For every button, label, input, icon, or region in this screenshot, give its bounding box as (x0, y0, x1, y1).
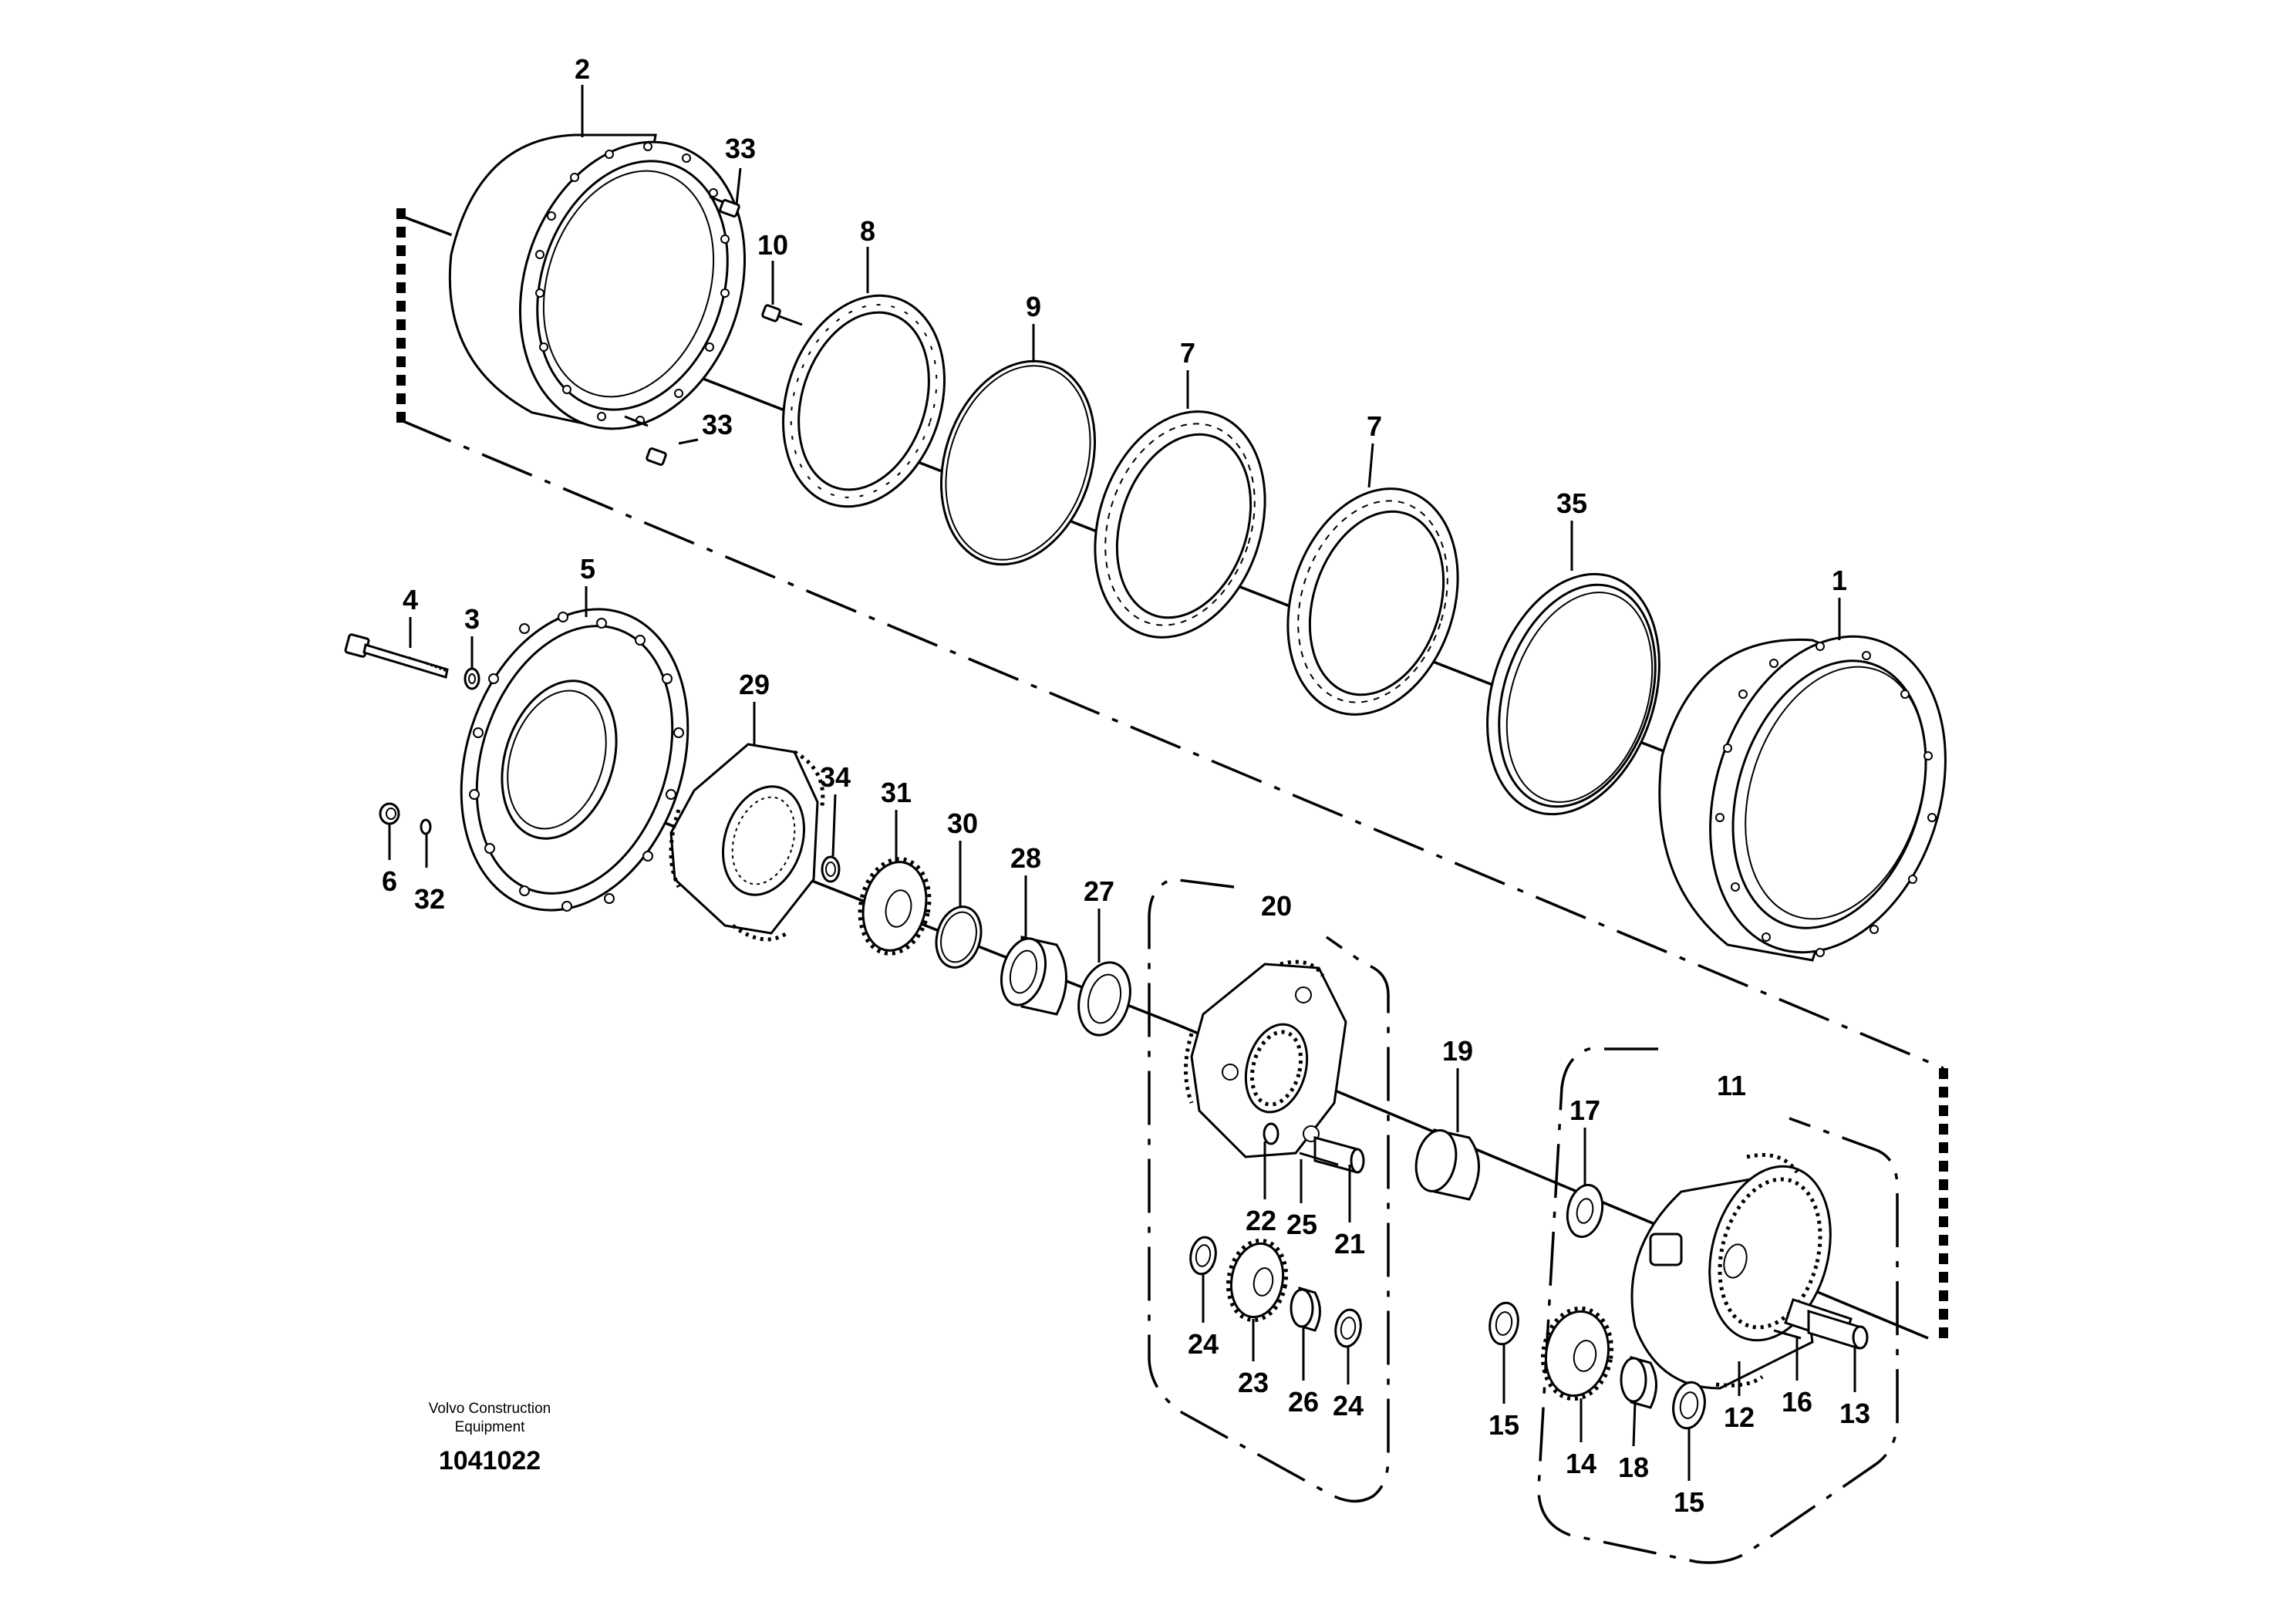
part-19-bushing (1414, 1128, 1480, 1201)
part-18-needle-bearing (1620, 1356, 1657, 1409)
part-11-carrier-assembly (1630, 1153, 1832, 1390)
part-24-washer-a (1189, 1236, 1217, 1276)
callout-18: 18 (1618, 1452, 1649, 1483)
part-35-seal (1486, 572, 1660, 816)
drawing-number: 1041022 (439, 1446, 541, 1475)
callout-27: 27 (1084, 875, 1114, 907)
callout-33-lower: 33 (702, 409, 733, 440)
callout-31: 31 (881, 777, 912, 808)
part-16-spring-pin (1773, 1329, 1802, 1340)
callout-12: 12 (1724, 1401, 1755, 1433)
part-22-washer (1263, 1122, 1279, 1145)
callout-7-second: 7 (1367, 410, 1382, 442)
housing-bolt-holes (535, 142, 730, 425)
part-1-hub (1658, 635, 1947, 962)
callout-2: 2 (575, 53, 590, 85)
hub-bolt-holes (1715, 642, 1937, 957)
callout-9: 9 (1026, 291, 1041, 322)
part-2-housing (448, 133, 747, 430)
part-30-circlip (935, 905, 983, 969)
part-14-planet-gear (1540, 1306, 1614, 1401)
part-20-planet-carrier (1184, 959, 1347, 1158)
callout-24-right: 24 (1333, 1390, 1364, 1421)
callout-5: 5 (580, 553, 595, 585)
brand-name: Volvo Construction (429, 1401, 551, 1417)
callout-4: 4 (403, 584, 418, 615)
callout-33-upper: 33 (725, 133, 756, 164)
callout-21: 21 (1334, 1228, 1365, 1259)
part-21-planet-pin (1313, 1136, 1365, 1174)
part-29-planet-carrier (669, 743, 825, 942)
part-6-plug (379, 802, 400, 825)
callout-22: 22 (1246, 1205, 1276, 1236)
callout-24-left: 24 (1188, 1328, 1219, 1360)
callout-labels: 2 33 33 10 8 9 7 7 35 1 4 3 5 29 34 31 3… (382, 53, 1870, 1518)
part-25-spring-pin (1299, 1152, 1339, 1166)
part-15-washer-a (1489, 1301, 1519, 1346)
callout-23: 23 (1238, 1367, 1269, 1398)
callout-30: 30 (947, 808, 978, 839)
part-17-thrust-washer (1566, 1183, 1604, 1239)
part-31-sun-gear (858, 857, 932, 956)
part-5-cover (460, 608, 689, 912)
part-32-o-ring (420, 818, 432, 835)
callout-29: 29 (739, 669, 770, 700)
brand-block: Volvo Construction Equipment 1041022 (429, 1401, 551, 1475)
callout-10: 10 (757, 229, 788, 261)
callout-25: 25 (1286, 1209, 1317, 1240)
part-34-ring (821, 855, 841, 883)
group-11-frame (1537, 1047, 1899, 1564)
part-15-washer-b (1672, 1381, 1706, 1430)
part-28-bushing (1000, 936, 1067, 1016)
callout-17: 17 (1569, 1094, 1600, 1126)
callout-35: 35 (1556, 487, 1587, 519)
callout-15-left: 15 (1489, 1409, 1519, 1441)
callout-8: 8 (860, 215, 875, 247)
part-7-bearing-b (1286, 487, 1459, 716)
callout-7-first: 7 (1180, 337, 1195, 369)
part-9-o-ring (939, 359, 1097, 566)
leader-lines (388, 85, 1856, 1481)
callout-26: 26 (1288, 1386, 1319, 1418)
callout-13: 13 (1839, 1398, 1870, 1429)
callout-1: 1 (1832, 565, 1847, 596)
callout-6: 6 (382, 865, 397, 897)
part-8-retainer (782, 294, 946, 508)
part-10-bolt (761, 304, 803, 326)
part-7-bearing-a (1094, 410, 1266, 639)
callout-15-right: 15 (1674, 1486, 1704, 1518)
callout-19: 19 (1442, 1035, 1473, 1067)
group-20-frame (1148, 878, 1390, 1503)
callout-34: 34 (820, 761, 851, 793)
part-24-washer-b (1334, 1308, 1362, 1348)
callout-3: 3 (464, 603, 480, 635)
callout-16: 16 (1782, 1386, 1812, 1418)
part-3-washer (464, 667, 480, 690)
callout-14: 14 (1566, 1448, 1596, 1479)
callout-11: 11 (1717, 1070, 1746, 1101)
part-23-planet-gear (1226, 1238, 1289, 1323)
part-33-pin-lower (624, 415, 667, 466)
callout-32: 32 (414, 883, 445, 915)
part-26-needle-bearing (1290, 1286, 1321, 1332)
part-27-washer (1077, 961, 1131, 1037)
part-33-pin-upper (709, 195, 740, 218)
brand-subtitle: Equipment (455, 1419, 526, 1435)
part-13-planet-pin (1807, 1309, 1869, 1350)
callout-20: 20 (1261, 890, 1292, 922)
cover-bolt-holes (469, 612, 684, 912)
callout-28: 28 (1010, 842, 1041, 874)
part-4-bolt (344, 633, 449, 679)
